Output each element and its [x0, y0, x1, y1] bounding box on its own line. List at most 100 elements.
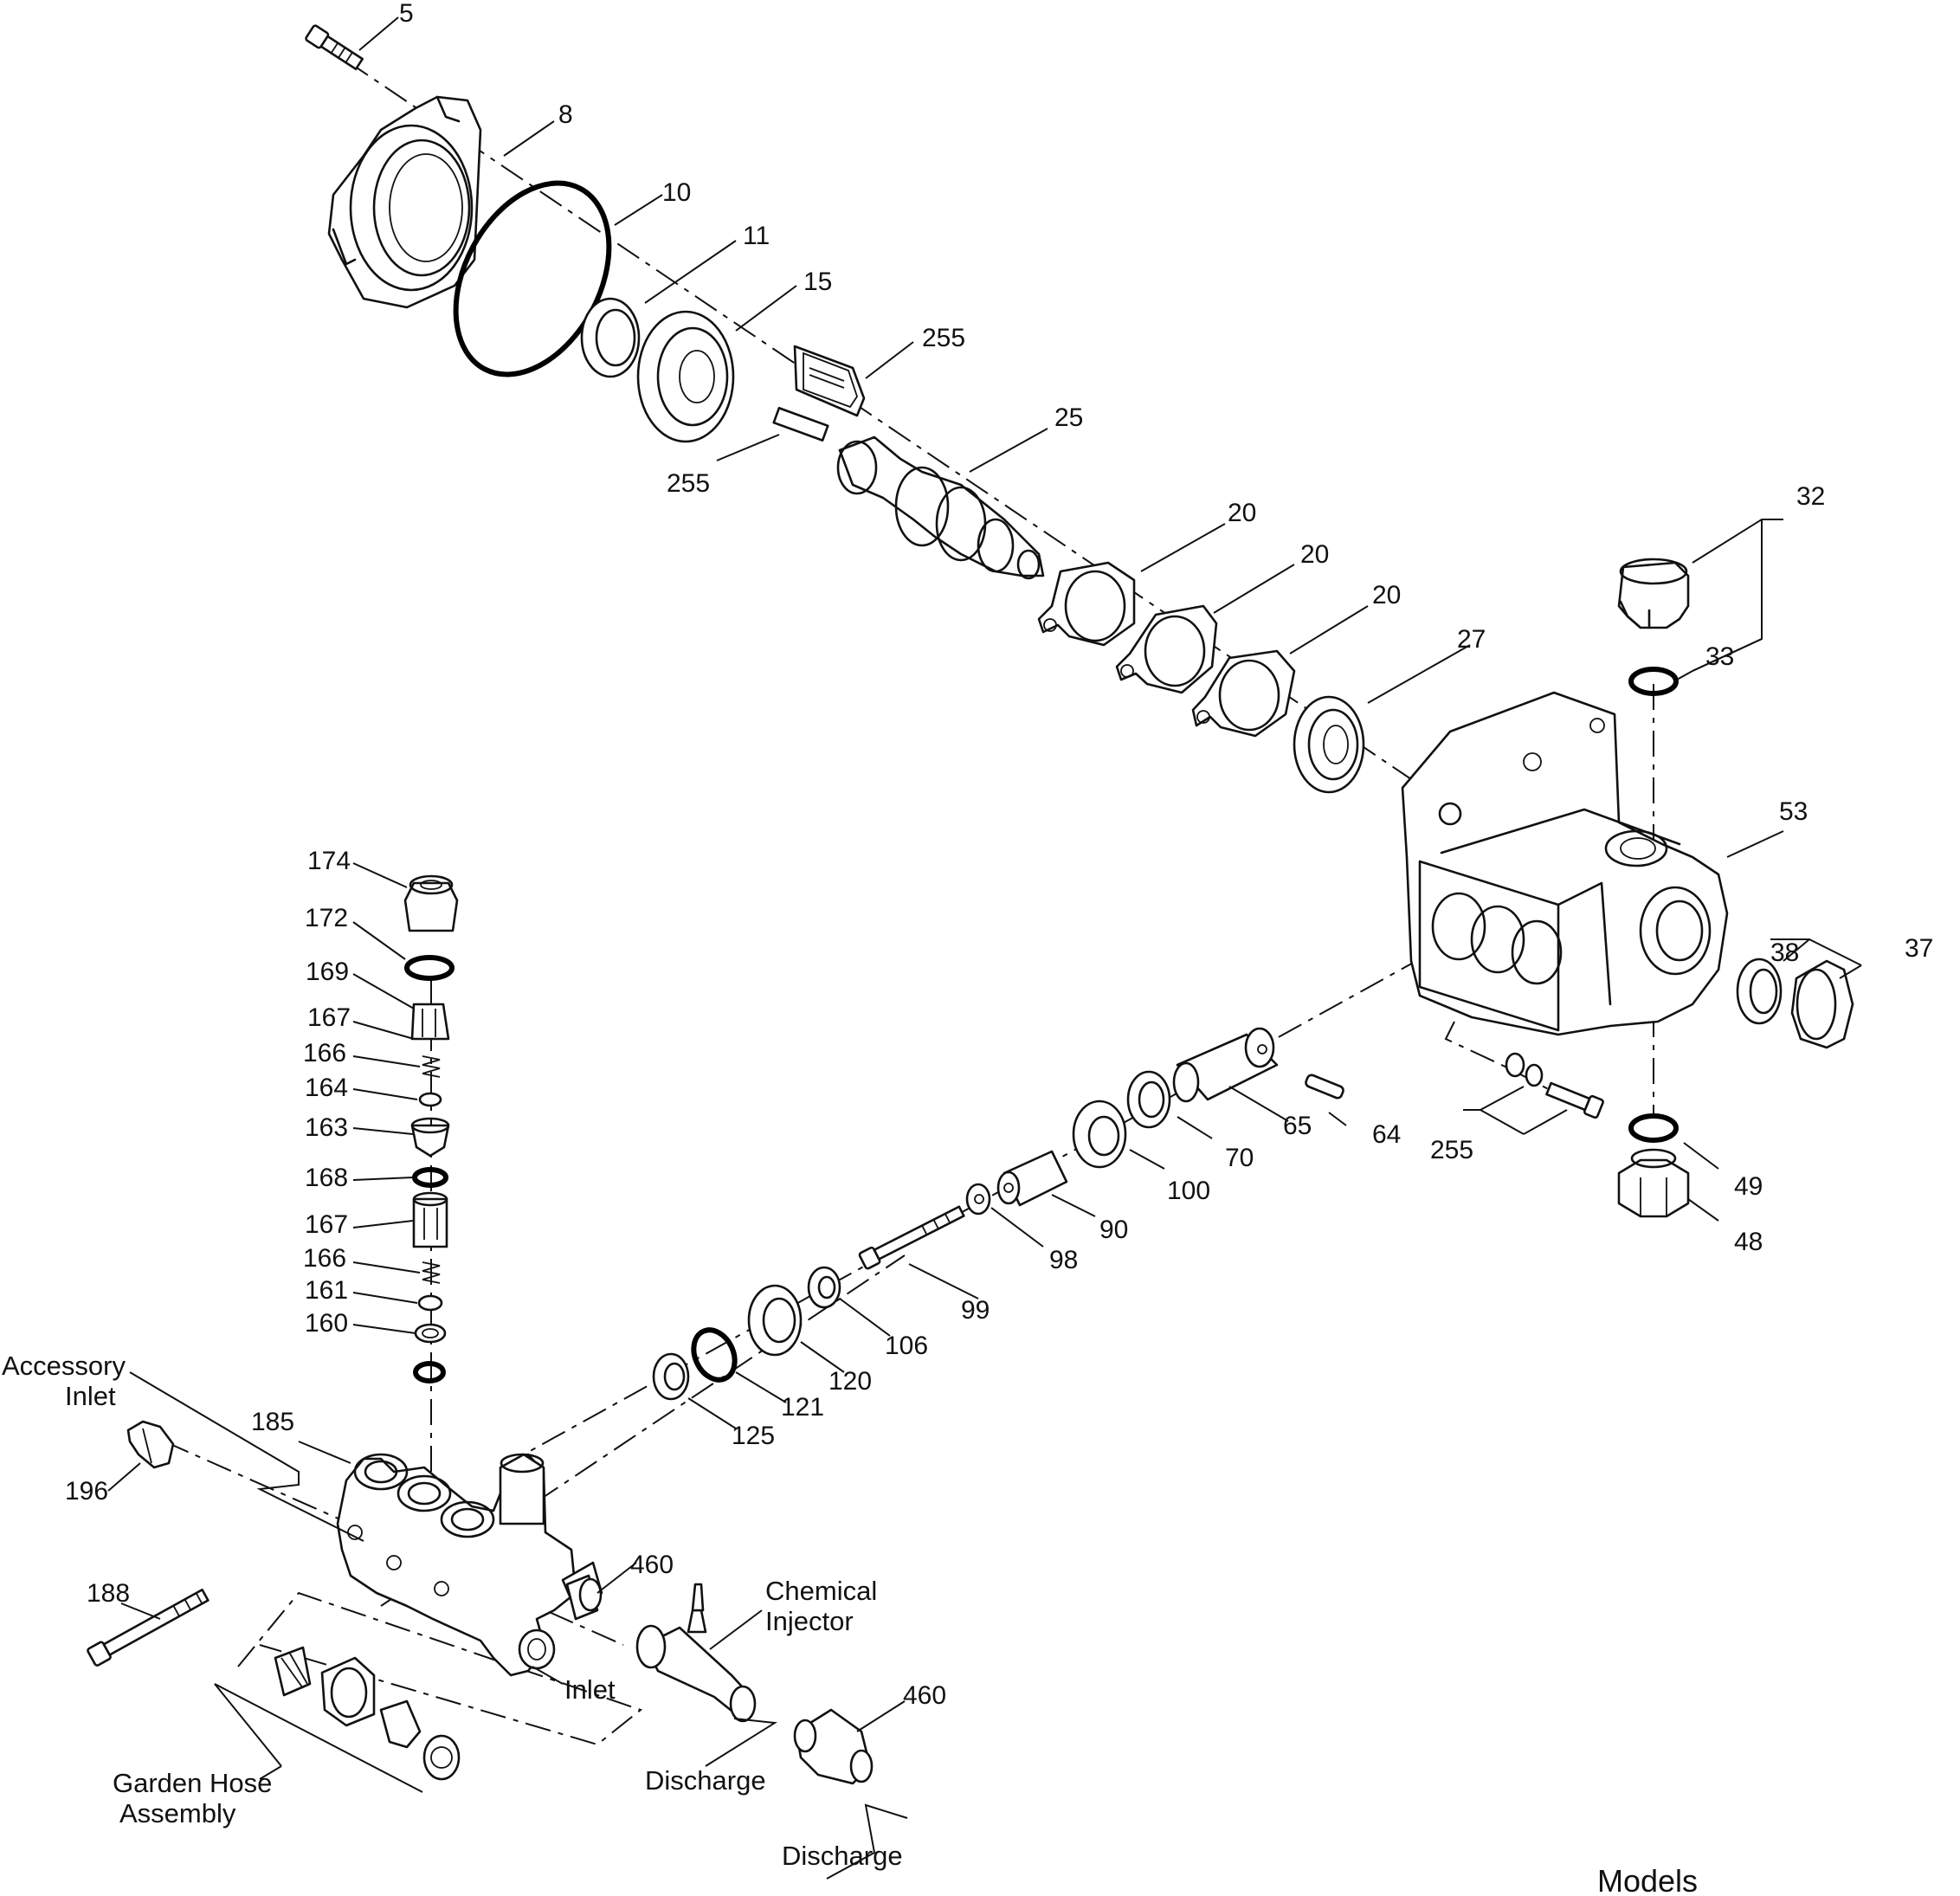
part-125-seal — [652, 1352, 690, 1401]
callout-106: 106 — [885, 1332, 928, 1360]
callout-49: 49 — [1734, 1172, 1763, 1201]
part-98-washer — [965, 1183, 991, 1216]
callout-160: 160 — [305, 1309, 348, 1338]
leader-lines — [107, 16, 1862, 1880]
label-garden-hose-line2: Assembly — [119, 1798, 236, 1828]
callout-172: 172 — [305, 904, 348, 932]
callout-8: 8 — [558, 100, 573, 129]
label-chemical-injector-line1: Chemical — [765, 1576, 877, 1606]
part-188-bolt — [87, 1588, 210, 1667]
part-460-fitting-a — [565, 1574, 603, 1621]
callout-20-a: 20 — [1228, 499, 1256, 527]
part-33-oring — [1628, 667, 1679, 696]
callout-numbers: 5 8 10 11 15 255 25 255 20 20 20 27 32 3… — [65, 0, 1933, 1710]
part-8-bearing-cover — [327, 95, 482, 309]
callout-125: 125 — [732, 1422, 775, 1450]
callout-38: 38 — [1770, 938, 1799, 967]
part-15-roller-bearing — [636, 310, 735, 443]
part-37-plug — [1790, 959, 1854, 1049]
part-169-valve-cage — [410, 1003, 450, 1041]
part-121-oring — [691, 1327, 738, 1383]
callout-164: 164 — [305, 1074, 348, 1102]
part-120-seal — [747, 1284, 803, 1357]
part-255-bolt-washers — [1505, 1052, 1604, 1119]
callout-98: 98 — [1049, 1246, 1078, 1274]
label-chemical-injector-line2: Injector — [765, 1606, 854, 1636]
callout-255-bolt: 255 — [1430, 1136, 1473, 1164]
part-25-crankshaft — [836, 435, 1045, 580]
callout-168: 168 — [305, 1164, 348, 1192]
callout-27: 27 — [1457, 625, 1486, 654]
part-garden-hose-assembly — [274, 1646, 461, 1781]
part-161-valve-seat — [417, 1294, 443, 1312]
part-163-valve — [410, 1117, 450, 1158]
callout-255-label: 255 — [922, 324, 965, 352]
callout-163: 163 — [305, 1113, 348, 1142]
part-255-key — [772, 406, 829, 442]
callout-65: 65 — [1283, 1112, 1312, 1140]
callout-10: 10 — [662, 178, 691, 207]
label-accessory-inlet-line1: Accessory — [2, 1351, 126, 1381]
callout-460-a: 460 — [630, 1551, 674, 1579]
part-167-valve-cage-b — [412, 1191, 448, 1248]
callout-161: 161 — [305, 1276, 348, 1305]
callout-196: 196 — [65, 1477, 108, 1506]
part-172-oring — [404, 955, 455, 981]
part-49-oring — [1628, 1113, 1679, 1143]
callout-5: 5 — [399, 0, 414, 28]
part-20-connecting-rod-c — [1191, 649, 1296, 738]
callout-20-b: 20 — [1300, 540, 1329, 569]
callout-185: 185 — [251, 1408, 294, 1436]
callout-99: 99 — [961, 1296, 990, 1325]
callout-166-b: 166 — [303, 1244, 346, 1273]
callout-11: 11 — [743, 222, 770, 250]
label-inlet: Inlet — [564, 1674, 616, 1705]
part-20-connecting-rod-a — [1037, 561, 1136, 647]
part-38-seal — [1736, 958, 1783, 1025]
part-160-valve — [414, 1323, 447, 1344]
label-discharge-2: Discharge — [782, 1841, 903, 1871]
part-99-bolt — [858, 1205, 965, 1270]
part-chemical-injector — [635, 1583, 757, 1723]
callout-64: 64 — [1372, 1120, 1401, 1149]
part-255-label-tag — [793, 345, 866, 417]
callout-167-a: 167 — [307, 1003, 351, 1032]
label-garden-hose-line1: Garden Hose — [113, 1768, 272, 1798]
part-65-piston — [1172, 1027, 1279, 1103]
callout-37: 37 — [1905, 934, 1933, 963]
part-160-oring — [413, 1361, 446, 1383]
label-models: Models — [1597, 1863, 1698, 1896]
callout-33: 33 — [1705, 642, 1734, 671]
part-166-spring-b — [422, 1261, 441, 1284]
part-174-valve-plug — [403, 874, 459, 932]
part-53-crankcase — [1401, 691, 1729, 1036]
part-106-nut — [807, 1266, 841, 1309]
part-64-pin — [1305, 1074, 1344, 1100]
callout-169: 169 — [306, 958, 349, 986]
part-185-manifold — [336, 1453, 603, 1677]
callout-70: 70 — [1225, 1144, 1254, 1172]
part-70-washer — [1126, 1070, 1171, 1129]
part-27-ball-bearing — [1293, 695, 1365, 794]
label-accessory-inlet-line2: Inlet — [65, 1381, 116, 1411]
part-90-plunger-sleeve — [996, 1150, 1068, 1207]
part-11-seal — [580, 297, 641, 378]
callout-120: 120 — [828, 1367, 872, 1396]
callout-48: 48 — [1734, 1228, 1763, 1256]
callout-32: 32 — [1796, 482, 1825, 511]
callout-121: 121 — [781, 1393, 824, 1422]
text-labels: Accessory Inlet Inlet Chemical Injector … — [2, 1351, 1698, 1896]
callout-174: 174 — [307, 847, 351, 875]
callout-90: 90 — [1099, 1216, 1128, 1244]
part-196-plug — [126, 1420, 175, 1469]
callout-166-a: 166 — [303, 1039, 346, 1067]
callout-25: 25 — [1054, 403, 1083, 432]
callout-20-c: 20 — [1372, 581, 1401, 609]
callout-188: 188 — [87, 1579, 130, 1608]
part-460-fitting-b — [793, 1708, 874, 1785]
part-5-bolt — [305, 24, 364, 71]
callout-53: 53 — [1779, 797, 1808, 826]
part-32-oil-cap — [1617, 558, 1690, 629]
part-168-oring — [412, 1167, 448, 1188]
